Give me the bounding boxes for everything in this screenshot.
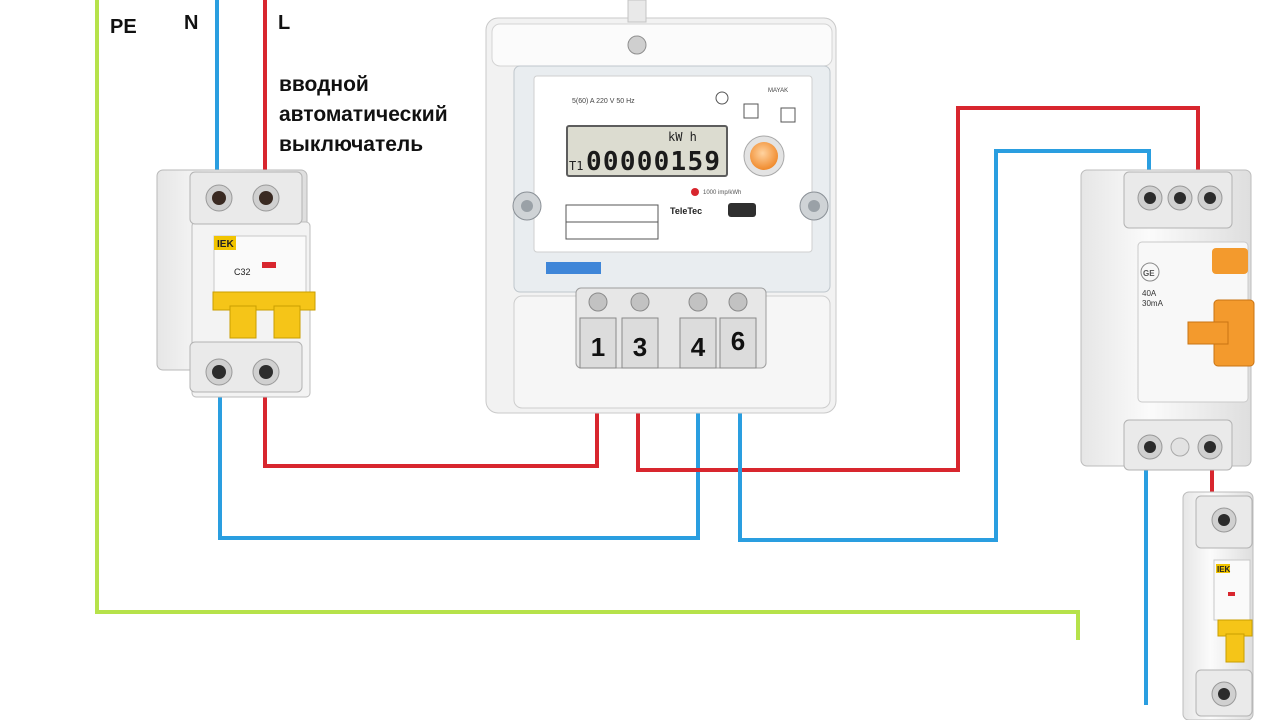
meter-terminal-3: 3 <box>633 332 647 362</box>
rcd-rating-current: 40A <box>1142 289 1157 298</box>
main-breaker-rating: C32 <box>234 267 251 277</box>
label-pe: PE <box>110 16 137 38</box>
rcd-device <box>1080 169 1255 471</box>
main-breaker-brand: IEK <box>217 239 234 250</box>
label-l: L <box>278 12 291 34</box>
output-breaker <box>1182 491 1254 720</box>
line-meter-to-rcd-wire <box>636 106 1200 472</box>
energy-meter <box>485 0 837 414</box>
meter-display-value: 00000159 <box>586 147 720 177</box>
label-n: N <box>184 12 199 34</box>
breaker-caption-line-1: вводной <box>279 73 369 96</box>
main-breaker <box>156 169 316 398</box>
meter-display-tariff: T1 <box>569 159 583 173</box>
meter-rating-text: 5(60) A 220 V 50 Hz <box>572 98 635 105</box>
meter-led-text: 1000 imp/kWh <box>703 190 741 196</box>
meter-terminal-1: 1 <box>591 332 605 362</box>
rcd-brand: GE <box>1143 269 1155 278</box>
neutral-meter-to-rcd-wire <box>738 149 1151 542</box>
meter-terminal-6: 6 <box>731 326 745 356</box>
pe-wire <box>95 0 1080 640</box>
line-breaker-to-meter-wire <box>263 372 599 468</box>
neutral-breaker-to-meter-wire <box>218 362 700 540</box>
meter-terminal-4: 4 <box>691 332 706 362</box>
output-breaker-brand: IEK <box>1217 565 1231 574</box>
meter-model-text: MAYAK <box>768 88 788 94</box>
breaker-caption-line-3: выключатель <box>279 133 424 156</box>
rcd-rating-residual: 30mA <box>1142 299 1164 308</box>
breaker-caption: вводной автоматический выключатель <box>279 70 448 160</box>
meter-brand: TeleTec <box>670 206 702 216</box>
breaker-caption-line-2: автоматический <box>279 103 448 126</box>
meter-display-unit: kW h <box>668 130 697 144</box>
